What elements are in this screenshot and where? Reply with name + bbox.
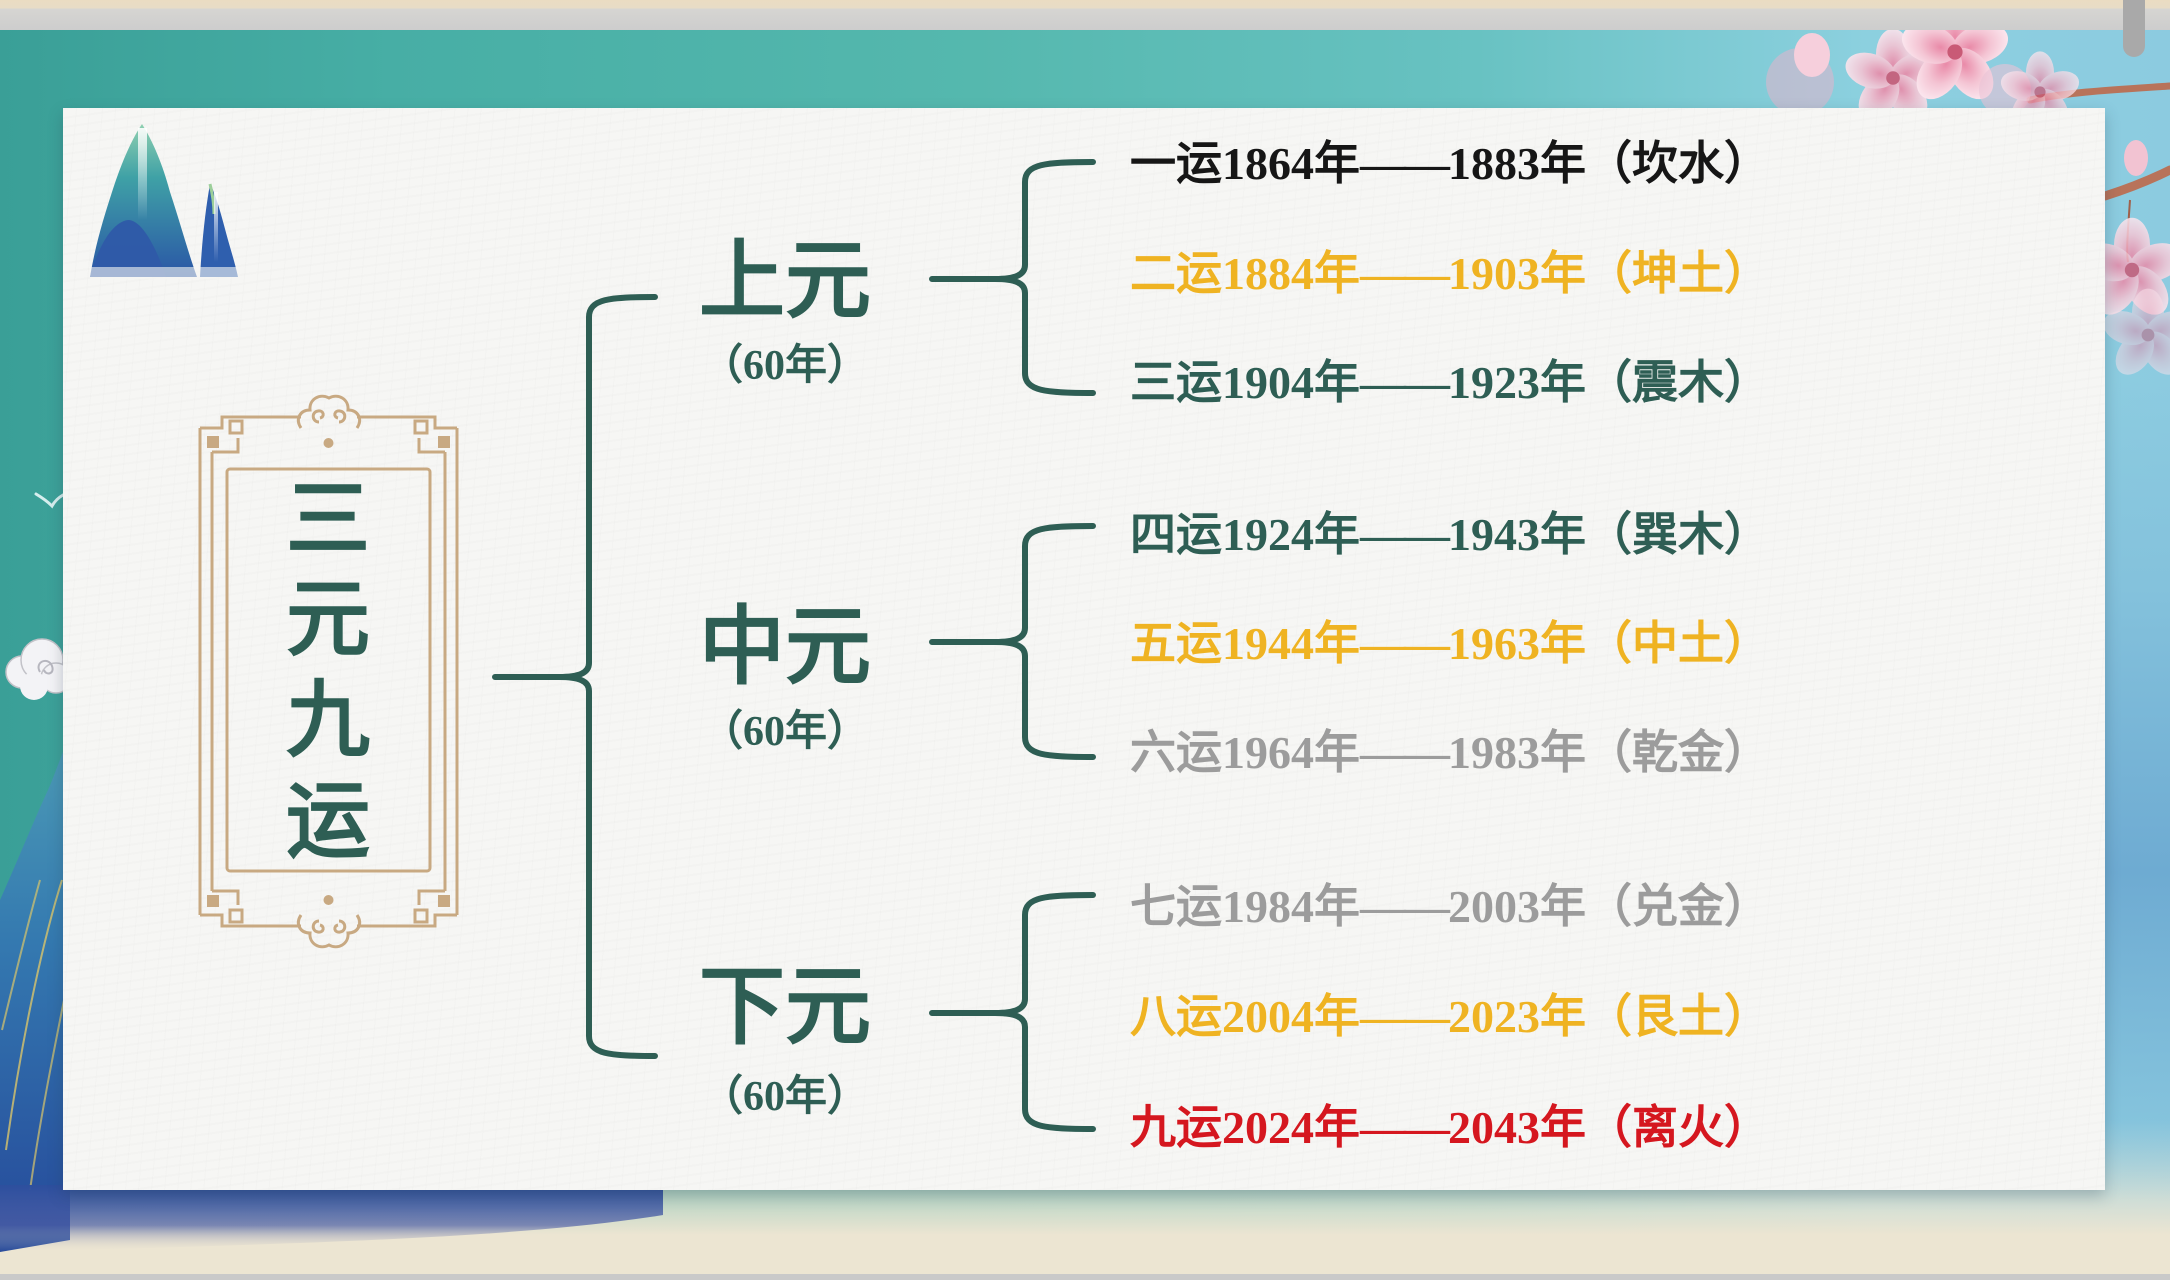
period-name: 三运	[1130, 357, 1222, 408]
period-trigram: （中土）	[1586, 618, 1770, 669]
period-name: 六运	[1130, 727, 1222, 778]
title-frame	[198, 394, 459, 949]
period-row-2: 二运1884年——1903年（坤土）	[1130, 242, 1770, 306]
cloud-icon	[5, 638, 72, 700]
background-tint	[2105, 380, 2170, 1200]
period-row-4: 四运1924年——1943年（巽木）	[1130, 503, 1770, 567]
period-name: 七运	[1130, 881, 1222, 932]
period-start: 1904年	[1222, 357, 1360, 408]
period-dash: ——	[1360, 509, 1450, 560]
period-trigram: （乾金）	[1586, 727, 1770, 778]
period-end: 2023年	[1448, 991, 1586, 1042]
yuan-label-xiayuan: 下元	[699, 957, 871, 1057]
period-trigram: （坎水）	[1586, 138, 1770, 189]
frame-dot	[323, 438, 334, 448]
bottom-bar	[0, 1274, 2170, 1280]
title-char: 三	[285, 470, 370, 568]
mountain-icon	[90, 124, 240, 279]
period-trigram: （艮土）	[1586, 991, 1770, 1042]
period-row-6: 六运1964年——1983年（乾金）	[1130, 721, 1770, 785]
period-dash: ——	[1360, 248, 1450, 299]
period-trigram: （离火）	[1586, 1102, 1770, 1153]
period-end: 2003年	[1448, 881, 1586, 932]
yuan-label-shangyuan: 上元	[699, 231, 871, 331]
period-name: 二运	[1130, 248, 1222, 299]
title-char: 运	[285, 772, 370, 870]
period-trigram: （巽木）	[1586, 509, 1770, 560]
period-row-7: 七运1984年——2003年（兑金）	[1130, 875, 1770, 939]
period-start: 1884年	[1222, 248, 1360, 299]
period-end: 1963年	[1448, 618, 1586, 669]
period-name: 八运	[1130, 991, 1222, 1042]
period-end: 1923年	[1448, 357, 1586, 408]
frame-corner-top-right	[357, 415, 459, 454]
period-dash: ——	[1360, 727, 1450, 778]
period-dash: ——	[1360, 991, 1450, 1042]
period-start: 1984年	[1222, 881, 1360, 932]
period-trigram: （坤土）	[1586, 248, 1770, 299]
frame-dot	[323, 895, 334, 905]
cloud-ornament-icon	[296, 913, 362, 949]
period-start: 2024年	[1222, 1102, 1360, 1153]
scrollbar-thumb[interactable]	[2123, 0, 2145, 57]
period-dash: ——	[1360, 138, 1450, 189]
period-trigram: （震木）	[1586, 357, 1770, 408]
title-char: 九	[285, 671, 370, 769]
top-bar	[0, 0, 2170, 30]
period-name: 五运	[1130, 618, 1222, 669]
period-row-8: 八运2004年——2023年（艮土）	[1130, 985, 1770, 1049]
period-name: 一运	[1130, 138, 1222, 189]
period-start: 1924年	[1222, 509, 1360, 560]
yuan-duration: （60年）	[700, 1074, 869, 1120]
period-row-5: 五运1944年——1963年（中土）	[1130, 612, 1770, 676]
period-trigram: （兑金）	[1586, 881, 1770, 932]
yuan-duration: （60年）	[700, 709, 869, 755]
period-start: 1944年	[1222, 618, 1360, 669]
frame-lines	[198, 428, 459, 915]
period-dash: ——	[1360, 881, 1450, 932]
period-name: 九运	[1130, 1102, 1222, 1153]
period-row-1: 一运1864年——1883年（坎水）	[1130, 132, 1770, 196]
period-end: 1943年	[1448, 509, 1586, 560]
yuan-duration: （60年）	[700, 343, 869, 389]
period-end: 1983年	[1448, 727, 1586, 778]
period-start: 2004年	[1222, 991, 1360, 1042]
period-dash: ——	[1360, 357, 1450, 408]
cloud-ornament-icon	[296, 394, 362, 430]
frame-corner-bottom-right	[357, 889, 459, 928]
left-mountain-icon	[0, 736, 663, 1252]
cherry-blossom-icon	[1766, 0, 2170, 382]
period-name: 四运	[1130, 509, 1222, 560]
bird-icon	[34, 492, 65, 509]
period-end: 1883年	[1448, 138, 1586, 189]
period-row-3: 三运1904年——1923年（震木）	[1130, 351, 1770, 415]
frame-corner-bottom-left	[198, 889, 300, 928]
period-start: 1864年	[1222, 138, 1360, 189]
period-row-9: 九运2024年——2043年（离火）	[1130, 1096, 1770, 1160]
period-end: 1903年	[1448, 248, 1586, 299]
period-end: 2043年	[1448, 1102, 1586, 1153]
period-start: 1964年	[1222, 727, 1360, 778]
period-dash: ——	[1360, 1102, 1450, 1153]
period-dash: ——	[1360, 618, 1450, 669]
frame-corner-top-left	[198, 415, 300, 454]
title-char: 元	[285, 570, 370, 668]
yuan-label-zhongyuan: 中元	[699, 597, 871, 697]
